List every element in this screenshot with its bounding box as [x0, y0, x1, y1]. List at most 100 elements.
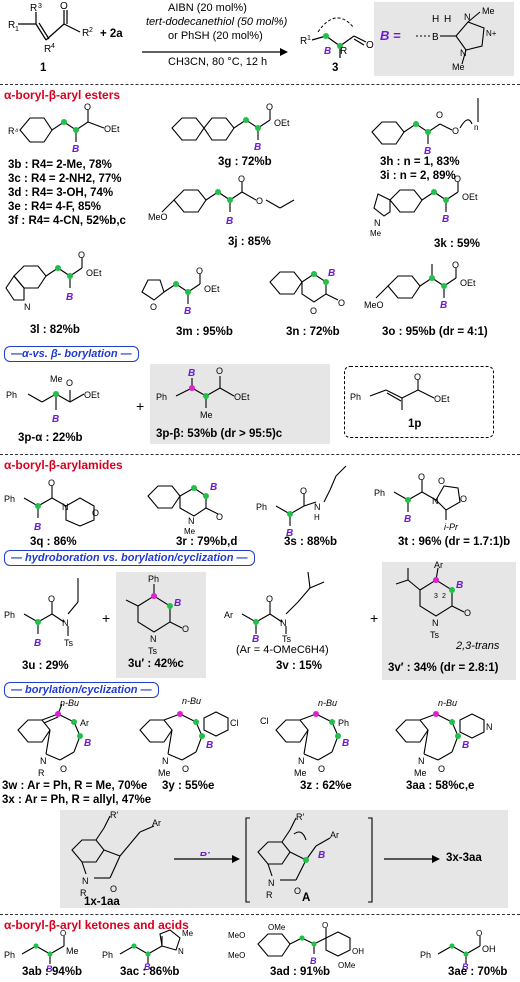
highlight-box-3p-beta — [150, 364, 330, 444]
svg-text:B: B — [254, 142, 261, 153]
plus-sign-3: + — [370, 610, 379, 626]
svg-text:Ar: Ar — [224, 610, 233, 620]
svg-text:N: N — [314, 502, 321, 512]
label-3z: 3z : 62%e — [300, 780, 352, 792]
svg-text:O: O — [366, 40, 374, 51]
svg-text:Me: Me — [66, 946, 79, 956]
svg-text:OEt: OEt — [84, 390, 100, 400]
svg-text:O: O — [322, 921, 328, 930]
svg-text:B: B — [310, 956, 317, 966]
svg-text:MeO: MeO — [228, 951, 245, 960]
svg-text:O: O — [452, 126, 459, 136]
svg-text:OH: OH — [482, 944, 496, 954]
svg-text:B: B — [174, 598, 181, 609]
svg-text:3: 3 — [434, 593, 438, 600]
divider-3 — [0, 914, 520, 915]
svg-text:N: N — [432, 618, 439, 628]
svg-text:B: B — [286, 528, 293, 539]
svg-text:R: R — [80, 888, 87, 898]
plus-sign-2: + — [102, 610, 111, 626]
divider-1 — [0, 84, 520, 85]
svg-text:Ph: Ph — [256, 502, 267, 512]
label-3d: 3d : R4= 3-OH, 74% — [8, 187, 114, 199]
svg-text:Ar: Ar — [330, 830, 339, 840]
section-esters: α-boryl-β-aryl esters — [4, 88, 121, 102]
svg-text:O: O — [60, 764, 67, 774]
section-ketones: α-boryl-β-aryl ketones and acids — [4, 918, 189, 932]
svg-text:B: B — [318, 850, 325, 861]
svg-text:B: B — [442, 214, 449, 225]
svg-text:Me: Me — [370, 229, 382, 238]
svg-text:N: N — [432, 496, 439, 506]
svg-text:N: N — [486, 722, 493, 732]
reaction-arrow — [140, 44, 290, 62]
svg-text:N: N — [162, 756, 169, 766]
svg-text:Ph: Ph — [102, 950, 113, 960]
label-3v: 3v : 15% — [276, 660, 323, 672]
label-3aa: 3aa : 58%c,e — [406, 780, 475, 792]
svg-text:OEt: OEt — [104, 124, 120, 134]
svg-text:O: O — [238, 174, 245, 184]
substrate-label: 1 — [40, 62, 47, 74]
highlight-box-3u-prime — [116, 572, 206, 678]
svg-text:O: O — [300, 486, 307, 496]
svg-text:O: O — [464, 608, 471, 618]
svg-text:Me: Me — [184, 527, 196, 536]
svg-text:Ph: Ph — [4, 610, 15, 620]
svg-text:Ts: Ts — [64, 638, 74, 648]
svg-text:N: N — [62, 502, 69, 512]
svg-text:Ph: Ph — [4, 494, 15, 504]
svg-text:OEt: OEt — [204, 284, 220, 294]
label-3h: 3h : n = 1, 83% — [380, 156, 460, 168]
svg-text:O: O — [454, 174, 461, 184]
svg-text:Cl: Cl — [260, 716, 269, 726]
svg-text:OMe: OMe — [268, 923, 286, 932]
svg-text:Ar: Ar — [434, 560, 443, 570]
svg-text:2: 2 — [442, 593, 446, 600]
label-3c: 3c : R4 = 2-NH2, 77% — [8, 173, 122, 185]
svg-text:N: N — [40, 756, 47, 766]
label-3f: 3f : R4= 4-CN, 52%b,c — [8, 215, 126, 227]
svg-text:N: N — [460, 48, 467, 58]
reagent-line-2: tert-dodecanethiol (50 mol%) — [146, 16, 288, 28]
svg-text:B·: B· — [200, 852, 211, 859]
svg-text:OEt: OEt — [462, 192, 478, 202]
svg-text:MeO: MeO — [228, 931, 245, 940]
svg-text:O: O — [182, 624, 189, 634]
svg-text:Ph: Ph — [338, 718, 349, 728]
svg-text:O: O — [418, 472, 425, 482]
label-3g: 3g : 72%b — [218, 156, 272, 168]
label-3l: 3l : 82%b — [30, 324, 80, 336]
svg-text:OEt: OEt — [234, 392, 250, 402]
svg-text:O: O — [438, 476, 445, 486]
svg-text:O: O — [216, 366, 223, 376]
svg-text:O: O — [452, 260, 459, 270]
label-trans-note: 2,3-trans — [456, 640, 500, 652]
dashed-box-1p — [344, 366, 494, 438]
svg-text:B: B — [206, 740, 213, 751]
label-3b: 3b : R4= 2-Me, 78% — [8, 159, 112, 171]
svg-text:B: B — [34, 522, 41, 533]
svg-text:R: R — [44, 44, 51, 55]
svg-text:OEt: OEt — [460, 278, 476, 288]
svg-text:O: O — [294, 886, 301, 896]
svg-text:Ph: Ph — [6, 390, 17, 400]
svg-text:Ph: Ph — [148, 574, 159, 584]
svg-text:1: 1 — [15, 26, 19, 33]
svg-text:O: O — [66, 378, 73, 388]
svg-text:Me: Me — [294, 768, 307, 778]
svg-text:Ts: Ts — [430, 630, 440, 640]
